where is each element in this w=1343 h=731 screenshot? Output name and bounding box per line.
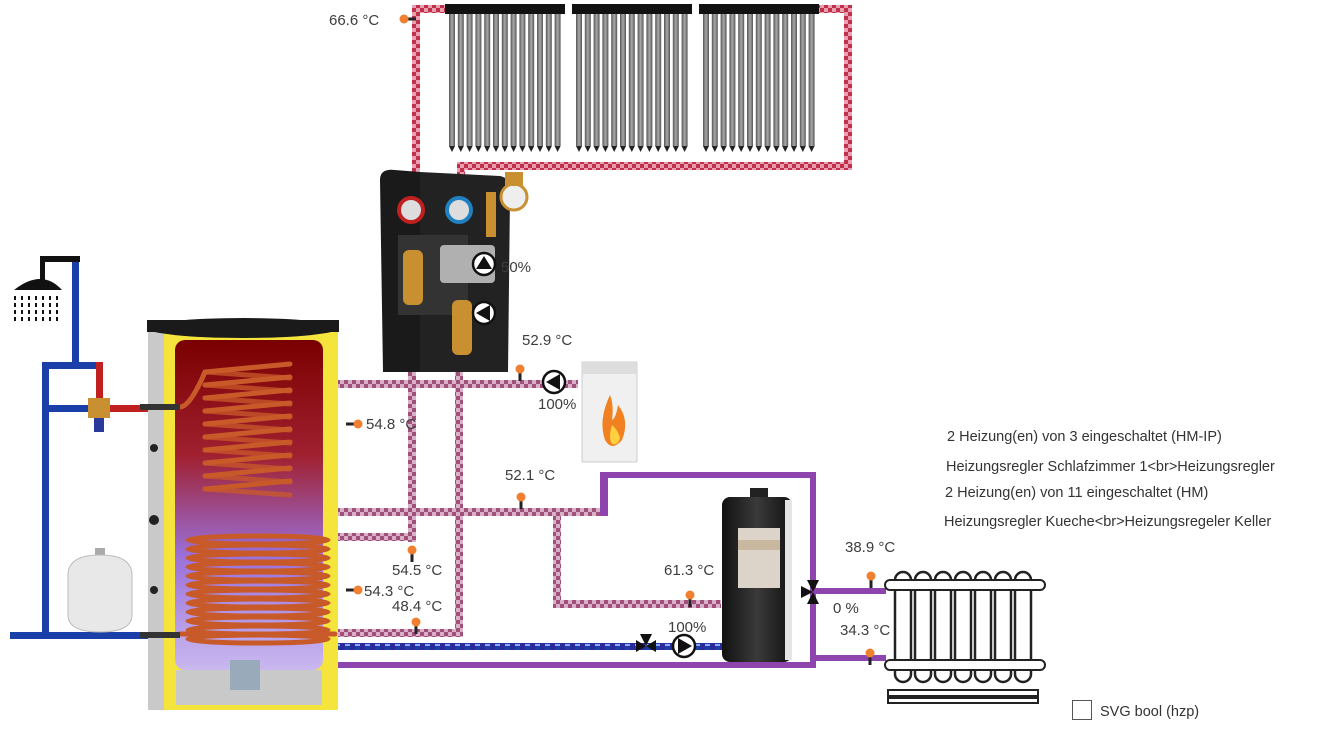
radiator-supply-temp-label: 38.9 °C xyxy=(845,539,896,556)
storage-tank xyxy=(140,318,339,710)
tank-upper-temp-label: 54.8 °C xyxy=(366,416,417,433)
domestic-water-pipes xyxy=(10,256,160,639)
mixer-percent: 0 % xyxy=(833,600,859,617)
heater-pump-icon[interactable] xyxy=(541,369,567,395)
boiler-heater-sensor-icon xyxy=(515,364,525,381)
solar-pump-icon[interactable] xyxy=(471,251,497,277)
solar-return-pump-icon[interactable] xyxy=(471,300,497,326)
collector-temp-label: 66.6 °C xyxy=(329,12,380,29)
status-line-hm-names: Heizungsregler Kueche<br>Heizungsregeler… xyxy=(944,514,1272,530)
heating-circuit-pipes xyxy=(338,472,886,668)
shower-head-icon xyxy=(14,279,62,321)
tank-upper-sensor-icon xyxy=(346,419,363,429)
radiator-icon xyxy=(884,570,1046,704)
radiator-return-sensor-icon xyxy=(865,648,875,665)
stove-pump-icon[interactable] xyxy=(671,633,697,659)
status-line-hmip-names: Heizungsregler Schlafzimmer 1<br>Heizung… xyxy=(946,459,1275,475)
radiator-supply-sensor-icon xyxy=(866,571,876,588)
solar-collector-array xyxy=(445,4,819,152)
cold-return-pipe xyxy=(338,643,723,650)
boiler-heater-temp-label: 52.9 °C xyxy=(522,332,573,349)
solar-pump-percent: 50% xyxy=(501,259,532,276)
heater-return-temp-label: 52.1 °C xyxy=(505,467,556,484)
gas-heater-icon xyxy=(581,361,638,463)
stove-pump-percent: 100% xyxy=(668,619,707,636)
collector-sensor-icon xyxy=(399,14,416,24)
heater-supply-pipe xyxy=(600,472,815,478)
status-line-hmip-count: 2 Heizung(en) von 3 eingeschaltet (HM-IP… xyxy=(947,429,1222,445)
stove-sensor-icon xyxy=(685,590,695,607)
heater-return-pipe xyxy=(600,472,608,516)
mixing-valve-icon xyxy=(88,398,110,432)
tank-pipe-temp-label: 54.5 °C xyxy=(392,562,443,579)
svg-bool-checkbox[interactable] xyxy=(1072,700,1092,720)
tank-lower-sensor-icon xyxy=(411,617,421,634)
station-to-tank-pipes xyxy=(338,372,721,637)
tank-lower-temp-label: 48.4 °C xyxy=(392,598,443,615)
mixer-valve-icon[interactable] xyxy=(801,580,819,604)
svg-bool-checkbox-label: SVG bool (hzp) xyxy=(1100,704,1200,720)
temperature-sensors xyxy=(346,14,876,665)
tank-middle-temp-label: 54.3 °C xyxy=(364,583,415,600)
stove-temp-label: 61.3 °C xyxy=(664,562,715,579)
expansion-vessel-icon xyxy=(67,548,133,633)
tank-pipe-sensor-icon xyxy=(407,545,417,562)
radiator-return-temp-label: 34.3 °C xyxy=(840,622,891,639)
stove-valve-icon[interactable] xyxy=(636,634,656,652)
status-line-hm-count: 2 Heizung(en) von 11 eingeschaltet (HM) xyxy=(945,485,1209,501)
wood-stove-icon xyxy=(722,488,792,662)
tank-middle-sensor-icon xyxy=(346,585,363,595)
heater-pump-percent: 100% xyxy=(538,396,577,413)
heater-return-sensor-icon xyxy=(516,492,526,509)
